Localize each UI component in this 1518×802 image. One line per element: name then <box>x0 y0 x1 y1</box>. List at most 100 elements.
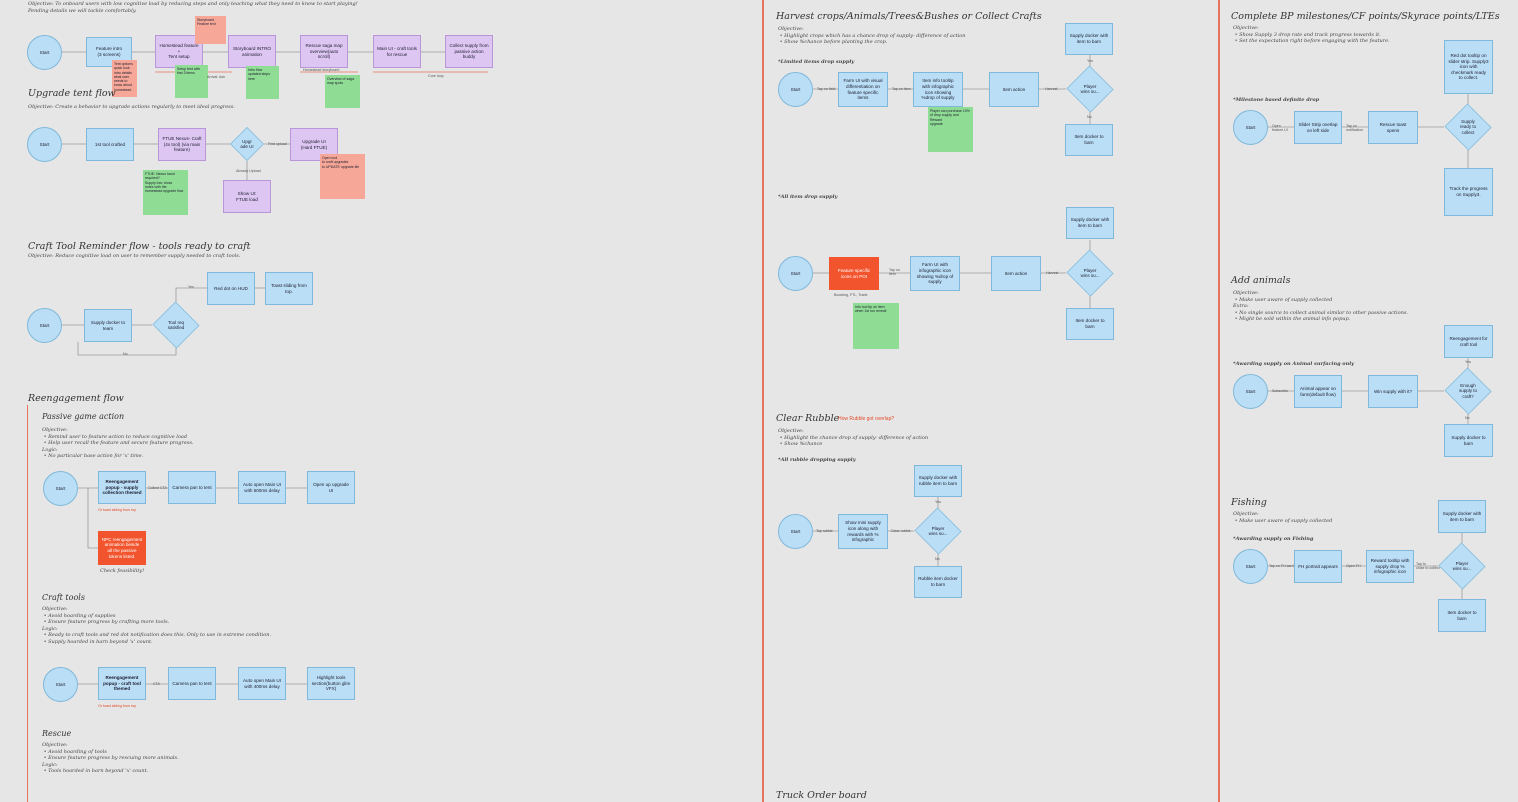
collect-supply-node: Collect supply from passive action buddy <box>445 35 493 68</box>
item-docker-node: Item docker to barn <box>1066 308 1114 340</box>
edge-label: No <box>123 352 128 356</box>
supply-docker-node: Supply docker with item to barn <box>1438 500 1486 533</box>
edge-label: Yes <box>188 285 194 289</box>
sticky-note: Open tool to craft upgrades to UPDATE up… <box>320 154 365 199</box>
edge-label: Tap on notification <box>1346 124 1364 132</box>
rubble-note: How Rubble got overlap? <box>838 416 895 422</box>
section-title: Add animals <box>1231 275 1291 286</box>
check-feasibility-note: Check feasibility! <box>100 568 145 574</box>
reengagement-section-line <box>27 405 28 802</box>
feature-icons-node: Feature specific icons on POI <box>829 257 879 290</box>
supply-docker-node: Supply docker with item to barn <box>1065 23 1113 55</box>
edge-label: Already Upload <box>236 169 261 173</box>
section-title: Truck Order board <box>776 790 867 801</box>
subsection-title: *Awarding supply on Fishing <box>1233 536 1314 542</box>
item-action-node: Item action <box>991 256 1041 291</box>
open-upgrade-node: Open up upgrade UI <box>307 471 355 504</box>
column-divider-left <box>762 0 764 802</box>
reengagement-node: Reengagement for craft tool <box>1444 325 1493 358</box>
edge-label: Tap rubble <box>816 529 833 533</box>
edge-label: Tap on item <box>889 268 900 276</box>
start-node: Start <box>43 667 78 702</box>
show-ui-node: Show UI: FTUE load <box>223 180 271 213</box>
start-node: Start <box>43 471 78 506</box>
edge-label: Core loop <box>428 74 444 78</box>
sticky-note: Tent options quick look intro details wh… <box>112 60 137 97</box>
sticky-note: Intro flow updated steps here <box>246 66 279 99</box>
enough-supply-decision: Enough supply to craft? <box>1444 367 1492 415</box>
start-node: Start <box>1233 549 1268 584</box>
start-node: Start <box>1233 110 1268 145</box>
supply-docker-node: Supply docker with item to barn <box>1066 207 1114 239</box>
start-node: Start <box>778 514 813 549</box>
camera-pan-node: Camera pan to tent <box>168 667 216 700</box>
toast-node: Toast sliding from top. <box>265 272 313 305</box>
rescue-toast-node: Rescue toast opens <box>1368 111 1418 144</box>
section-objective: Objective: Create a behavior to upgrade … <box>28 104 235 110</box>
subsection-title: *All rubble dropping supply <box>778 457 856 463</box>
edge-label: Tap on FH card <box>1269 564 1294 568</box>
edge-label: Harvest <box>1045 87 1058 91</box>
section-title: Upgrade tent flow <box>28 88 116 99</box>
subsection-title: *Awarding supply on Animal surfacing onl… <box>1233 361 1355 367</box>
section-objective: Objective: • Show Supply 3 drop rate and… <box>1233 25 1390 44</box>
edge-label: Homestead storyboard <box>303 68 340 72</box>
subsection-title: *Milestone based definite drop <box>1233 97 1320 103</box>
animal-appear-node: Animal appear on farm(default flow) <box>1294 375 1342 408</box>
red-box-caption: Boosting, FTL, Trade <box>834 293 868 297</box>
track-progress-node: Track the progress on Supply3. <box>1444 168 1493 216</box>
edge-label: Harvest <box>1046 271 1059 275</box>
subsection-title: Rescue <box>42 729 72 738</box>
auto-open-node: Auto open Main UI with 500ms delay <box>238 471 286 504</box>
item-docker-node: Item docker to barn <box>1065 124 1113 156</box>
highlight-tools-node: Highlight tools section(button glim VFX) <box>307 667 355 700</box>
subsection-title: *Limited items drop supply <box>778 59 855 65</box>
edge-label: Open FH <box>1346 564 1361 568</box>
column-divider-right <box>1218 0 1220 802</box>
item-action-node: Item action <box>989 72 1039 107</box>
section-objective: Objective: • Make user aware of supply c… <box>1233 290 1408 322</box>
auto-open-node: Auto open Main UI with 400ms delay <box>238 667 286 700</box>
tool-crafted-node: 1st tool crafted <box>86 128 134 161</box>
section-objective: Objective: • Avoid hoarding of tools • E… <box>42 742 179 774</box>
start-node: Start <box>778 72 813 107</box>
win-supply-node: Win supply with it? <box>1368 375 1418 408</box>
section-title: Clear Rubble <box>776 413 840 424</box>
start-node: Start <box>27 127 62 162</box>
edge-label: Subscribe <box>1272 389 1288 393</box>
player-wins-decision: Player wins su... <box>1066 249 1114 297</box>
reward-tooltip-node: Reward tooltip with supply drop % infogr… <box>1366 550 1414 583</box>
start-node: Start <box>778 256 813 291</box>
item-info-node: Item info tooltip with infographic icon … <box>913 72 963 107</box>
rubble-docker-node: Rubble item docker to barn <box>914 566 962 598</box>
sticky-note: Info tool tip on item when 1st run revea… <box>853 303 899 349</box>
section-title: Fishing <box>1231 497 1267 508</box>
top-objective: Objective: To onboard users with low cog… <box>28 1 358 14</box>
popup-node: Reengagement popup - supply collection t… <box>98 471 146 504</box>
edge-label: Yes <box>1087 59 1093 63</box>
section-title: Craft Tool Reminder flow - tools ready t… <box>28 241 251 252</box>
player-wins-decision: Player wins su... <box>1066 65 1114 113</box>
section-objective: Objective: • Avoid hoarding of supplies … <box>42 606 272 645</box>
edge-label: Tap on field <box>817 87 836 91</box>
edge-label: Tap to close to collect <box>1416 562 1440 570</box>
edge-label: Yes <box>1465 360 1471 364</box>
upgrade-decision-node: Upgr ade UI <box>230 127 264 161</box>
show-mini-node: Show mini supply icon along with rewards… <box>838 514 888 549</box>
edge-label: CTA <box>153 682 160 686</box>
section-objective: Objective: Reduce cognitive load on user… <box>28 253 241 259</box>
sticky-note: Player can purchase 10% of drop supply a… <box>928 107 973 152</box>
storyboard-node: Storyboard INTRO animation <box>228 35 276 68</box>
edge-label: No <box>935 557 940 561</box>
player-wins-decision: Player wins su... <box>914 507 962 555</box>
start-node: Start <box>27 308 62 343</box>
edge-label: No <box>1465 416 1470 420</box>
edge-label: First upload <box>268 142 287 146</box>
sticky-note: FTUE: Nexus hand required? Supply low: s… <box>143 170 188 215</box>
edge-label: No <box>1087 115 1092 119</box>
rescue-saga-node: Rescue saga map overview(auto scroll) <box>300 35 348 68</box>
section-objective: Objective: • Highlight crops which has a… <box>778 26 966 45</box>
sticky-note: Overview of saga map spots <box>325 75 360 108</box>
supply-docker-node: Supply docker with rubble item to barn <box>914 465 962 497</box>
